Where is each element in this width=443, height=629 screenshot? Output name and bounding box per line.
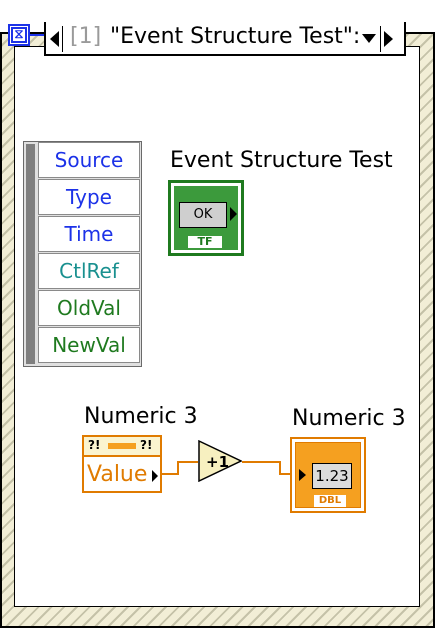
numeric-indicator-body: 1.23 DBL [295,442,361,508]
previous-case-icon[interactable] [50,31,59,47]
output-arrow-icon [230,207,237,221]
type-badge-dbl: DBL [314,495,346,507]
numeric-indicator-label: Numeric 3 [292,406,406,431]
event-structure-frame[interactable] [0,32,435,628]
event-data-source[interactable]: Source [38,142,140,178]
numeric-indicator-value: 1.23 [312,463,352,489]
unknown-type-left: ?! [88,438,101,452]
event-data-time[interactable]: Time [38,216,140,252]
ok-button-terminal[interactable]: OK TF [168,180,244,256]
event-data-node-handle [26,144,35,364]
hourglass-icon: ⧖ [11,27,27,43]
timeout-terminal[interactable]: ⧖ [8,24,30,46]
increment-function[interactable]: +1 [198,440,242,482]
numeric-control-header: ?! ?! [84,437,160,457]
next-case-icon[interactable] [384,31,393,47]
case-dropdown-icon[interactable] [362,34,376,43]
event-data-node[interactable]: Source Type Time CtlRef OldVal NewVal [23,141,142,367]
event-data-ctlref[interactable]: CtlRef [38,253,140,289]
unknown-type-right: ?! [140,438,153,452]
numeric-indicator-terminal[interactable]: 1.23 DBL [290,437,366,513]
ok-button-icon: OK [179,202,227,228]
case-name: "Event Structure Test": [110,24,361,49]
output-arrow-icon [152,470,158,482]
type-badge-tf: TF [188,236,222,248]
increment-label: +1 [206,453,229,471]
case-index: [1] [70,24,102,49]
button-terminal-body: OK TF [174,186,238,250]
numeric-control-label: Numeric 3 [84,404,198,429]
event-data-newval[interactable]: NewVal [38,327,140,363]
event-case-selector[interactable]: [1] "Event Structure Test": [44,22,406,56]
numeric-control-terminal[interactable]: ?! ?! Value [82,435,162,493]
input-arrow-icon [299,469,306,481]
timeout-wire [30,34,44,36]
selector-divider-left [62,26,63,52]
selector-divider-right [380,26,381,52]
button-terminal-label: Event Structure Test [170,148,393,173]
event-data-oldval[interactable]: OldVal [38,290,140,326]
type-color-bar [108,443,136,449]
event-data-type[interactable]: Type [38,179,140,215]
numeric-control-value: Value [87,462,148,487]
